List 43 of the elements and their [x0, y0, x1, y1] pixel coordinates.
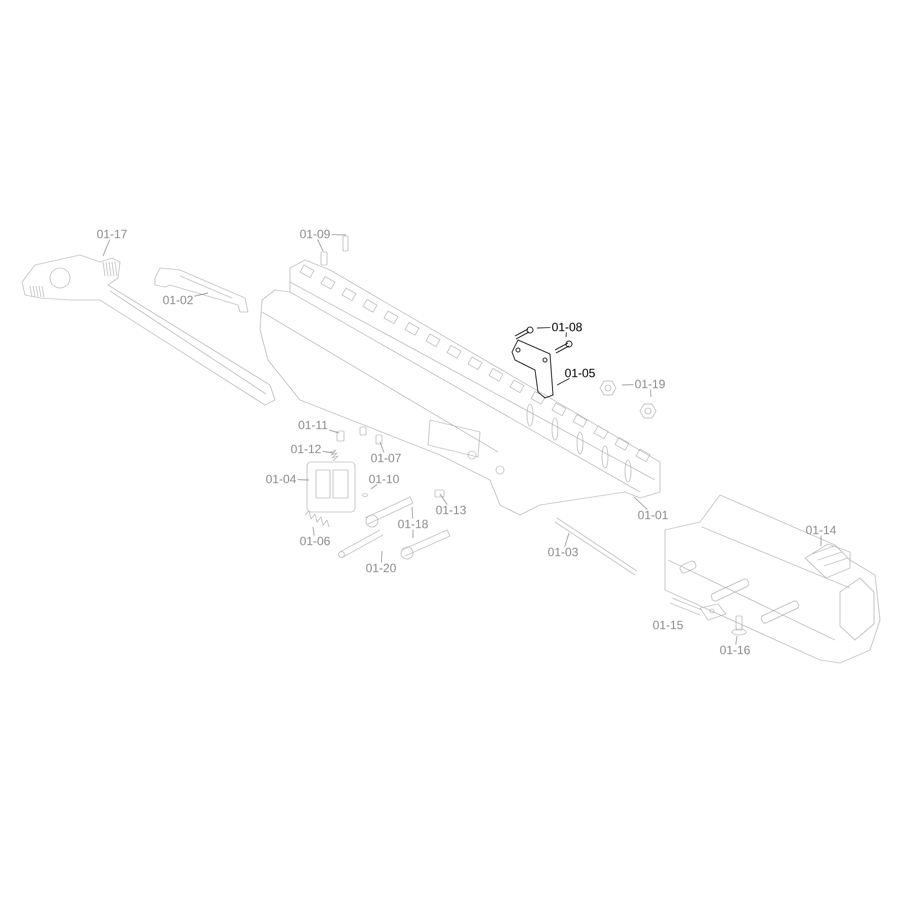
leader-line: [380, 550, 382, 563]
leader-line: [331, 234, 346, 236]
callout-number: 01-06: [300, 536, 330, 546]
callout-number: 01-20: [366, 564, 396, 572]
callout-number: 01-17: [97, 230, 127, 238]
callout-number: 01-11: [298, 420, 328, 430]
leader-line: [317, 239, 324, 252]
leader-line: [412, 506, 414, 519]
callout-number: 01-18: [398, 520, 428, 528]
leader-line: [328, 430, 340, 434]
callout-number: 01-02: [163, 296, 193, 304]
callout-number: 01-09: [300, 230, 330, 238]
leader-line: [735, 636, 738, 645]
callout-number: 01-14: [806, 526, 836, 534]
leader-line: [820, 535, 822, 546]
leader-line: [102, 239, 110, 256]
leader-line: [297, 479, 310, 480]
callout-number: 01-08: [552, 322, 582, 332]
leader-line: [564, 532, 570, 547]
leader-line: [380, 442, 384, 453]
leader-line: [556, 378, 570, 386]
callout-number: 01-01: [638, 510, 668, 520]
leader-line: [312, 526, 315, 536]
callout-number: 01-04: [266, 474, 296, 484]
leader-line: [536, 327, 551, 328]
leader-line: [194, 292, 208, 296]
leader-line: [322, 451, 334, 454]
leader-line: [566, 332, 567, 338]
leader-line: [634, 496, 648, 510]
callout-number: 01-15: [653, 620, 683, 630]
leader-line: [370, 484, 378, 490]
leader-line: [622, 384, 634, 386]
leader-line: [650, 389, 652, 398]
callout-number: 01-05: [565, 368, 595, 378]
callout-number: 01-19: [635, 380, 665, 388]
callout-number: 01-13: [436, 506, 466, 514]
callout-number: 01-16: [720, 646, 750, 654]
callout-number: 01-10: [369, 474, 399, 484]
callout-number: 01-07: [371, 454, 401, 462]
callout-number: 01-03: [548, 548, 578, 556]
leader-line: [412, 529, 414, 538]
callout-number: 01-12: [291, 444, 321, 454]
leader-line: [440, 494, 448, 505]
